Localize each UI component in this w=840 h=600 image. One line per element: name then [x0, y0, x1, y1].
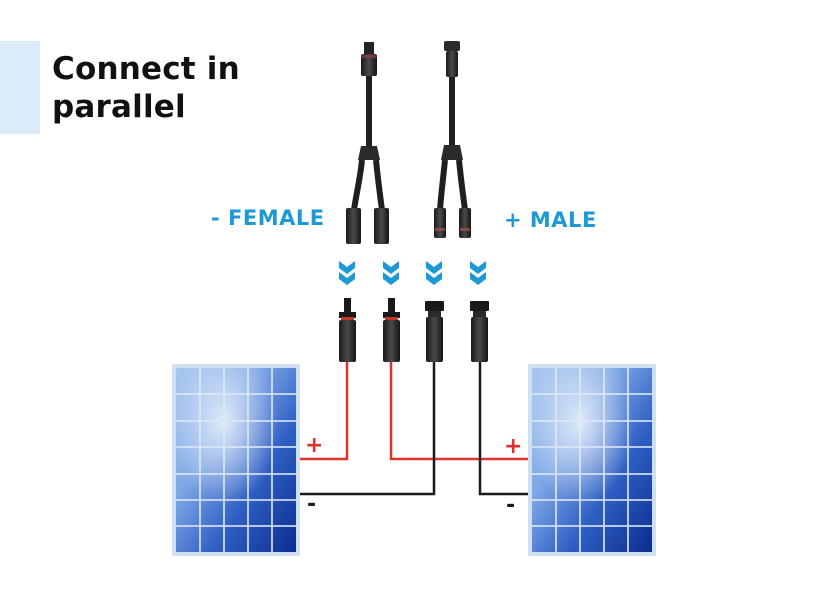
double-chevron-down-icon: [470, 261, 486, 285]
left-plus-sign: +: [305, 433, 323, 458]
mc4-female-connector-2: [383, 298, 400, 362]
double-chevron-down-icon: [339, 261, 355, 285]
solar-panel-right: [528, 364, 656, 556]
double-chevron-down-icon: [426, 261, 442, 285]
positive-wires: [300, 362, 528, 461]
double-chevron-down-icon: [383, 261, 399, 285]
title-line-2: parallel: [52, 89, 186, 125]
solar-panel-left: [172, 364, 300, 556]
y-branch-female-connector: [346, 42, 389, 244]
left-minus-sign: -: [307, 492, 316, 517]
mc4-male-connector-1: [425, 301, 444, 362]
male-label: + MALE: [504, 208, 597, 232]
mc4-female-connector-1: [339, 298, 356, 362]
negative-wires: [300, 362, 528, 496]
title-line-1: Connect in: [52, 51, 240, 87]
right-plus-sign: +: [504, 434, 522, 459]
y-branch-male-connector: [434, 41, 471, 238]
female-label: - FEMALE: [211, 206, 325, 230]
right-minus-sign: -: [506, 493, 515, 518]
mc4-male-connector-2: [470, 301, 489, 362]
title-accent-bar: [0, 41, 40, 134]
page-title: Connect in parallel: [52, 50, 240, 126]
